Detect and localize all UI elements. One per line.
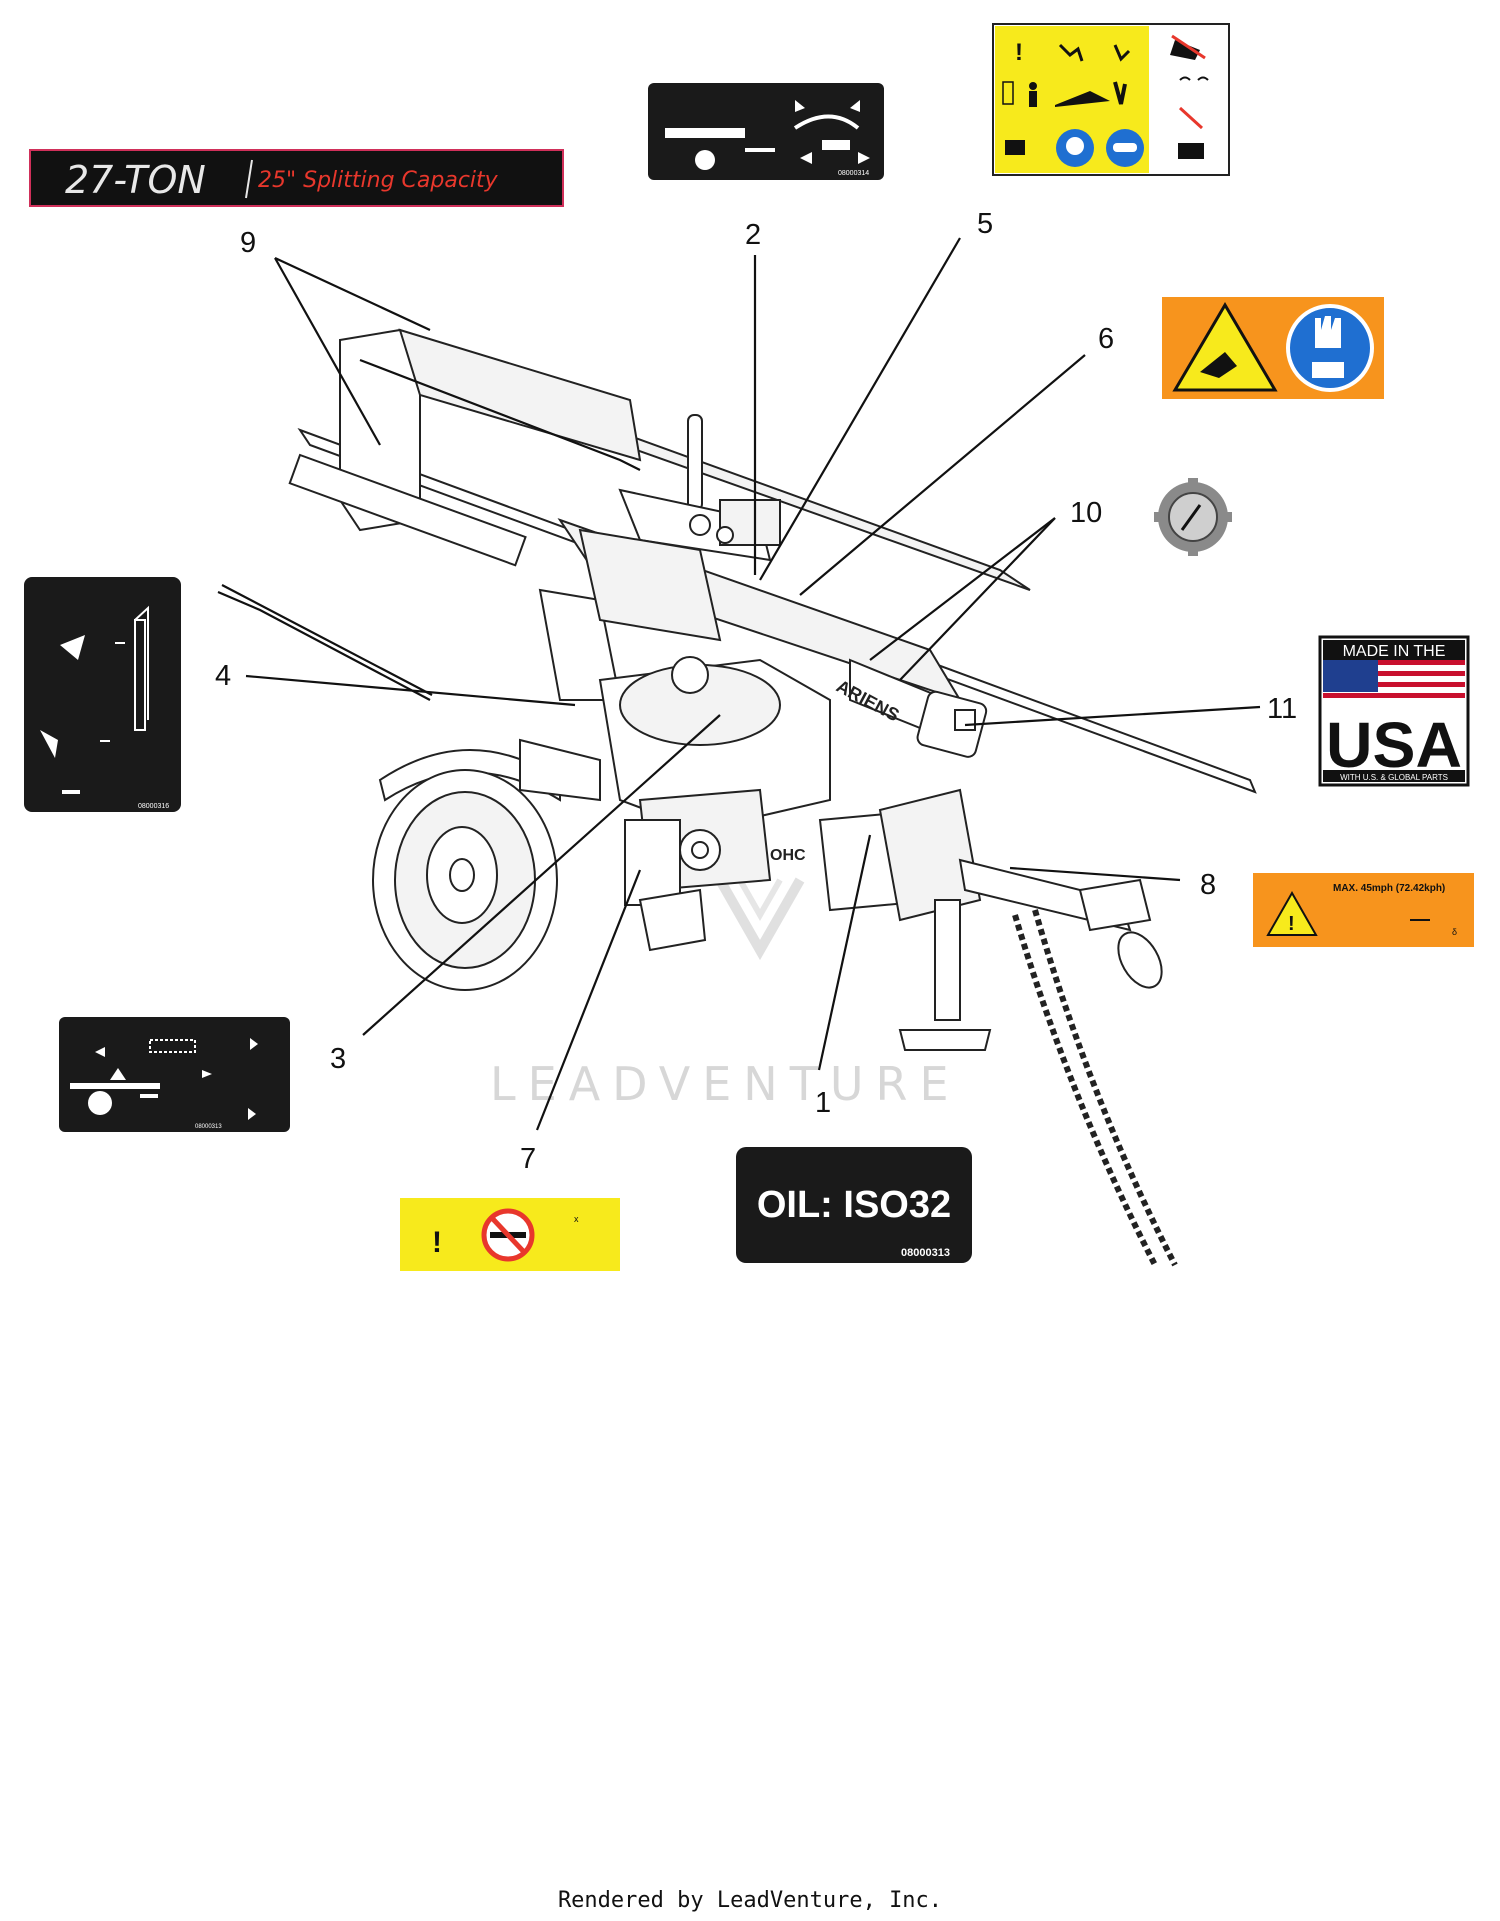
svg-text:δ: δ: [1452, 927, 1457, 937]
operation-decal-top: 08000314: [648, 83, 884, 180]
watermark: LEADVENTURE: [490, 877, 961, 1111]
leader-lines: [245, 237, 1261, 1131]
watermark-text: LEADVENTURE: [490, 1057, 961, 1111]
decal-27-ton-title: 27-TON: [65, 158, 206, 202]
warning-decal-top-right: !: [992, 23, 1230, 176]
callout-1: 1: [815, 1087, 831, 1119]
callout-2: 2: [745, 219, 761, 251]
log-splitter-illustration: ARIENS OHC: [217, 328, 1257, 1267]
operation-decal-bottom-code: 08000313: [195, 1124, 222, 1130]
engine-label: OHC: [770, 847, 806, 864]
operation-decal-left-code: 08000316: [138, 803, 169, 810]
svg-text:!: !: [1288, 913, 1295, 935]
tow-speed-decal: ! MAX. 45mph (72.42kph) δ: [1253, 873, 1474, 947]
usa-decal-bottom: WITH U.S. & GLOBAL PARTS: [1340, 773, 1448, 782]
callout-3: 3: [330, 1043, 346, 1075]
callout-8: 8: [1200, 869, 1216, 901]
svg-text:!: !: [1015, 39, 1023, 66]
operation-decal-bottom: 08000313: [59, 1017, 290, 1132]
oil-decal-label: OIL: ISO32: [757, 1184, 951, 1226]
callout-7: 7: [520, 1143, 536, 1175]
oil-decal-code: 08000313: [901, 1247, 950, 1259]
svg-text:x: x: [574, 1214, 579, 1224]
callout-6: 6: [1098, 323, 1114, 355]
usa-decal-top: MADE IN THE: [1343, 643, 1446, 660]
gauge-gear-icon: [1154, 478, 1232, 556]
usa-decal-main: USA: [1326, 709, 1462, 781]
made-in-usa-decal: MADE IN THE USA WITH U.S. & GLOBAL PARTS: [1318, 635, 1470, 787]
tow-decal-text: MAX. 45mph (72.42kph): [1333, 883, 1445, 894]
decal-27-ton-subtitle: 25" Splitting Capacity: [258, 168, 499, 193]
callout-9: 9: [240, 227, 256, 259]
decal-27-ton: 27-TON 25" Splitting Capacity: [29, 149, 564, 207]
callout-11: 11: [1267, 693, 1297, 725]
svg-text:!: !: [432, 1226, 442, 1259]
operation-decal-top-code: 08000314: [838, 170, 869, 177]
no-smoking-decal: ! x: [400, 1198, 620, 1271]
callout-5: 5: [977, 208, 993, 240]
oil-decal: OIL: ISO32 08000313: [736, 1147, 972, 1263]
callout-numbers: 1 2 3 4 5 6 7 8 9 10 11: [215, 208, 1297, 1175]
operation-decal-left: 08000316: [24, 577, 181, 812]
callout-10: 10: [1070, 497, 1102, 529]
callout-4: 4: [215, 660, 231, 692]
footer-credit: Rendered by LeadVenture, Inc.: [557, 1888, 943, 1913]
gloves-warning-decal: [1162, 297, 1384, 399]
